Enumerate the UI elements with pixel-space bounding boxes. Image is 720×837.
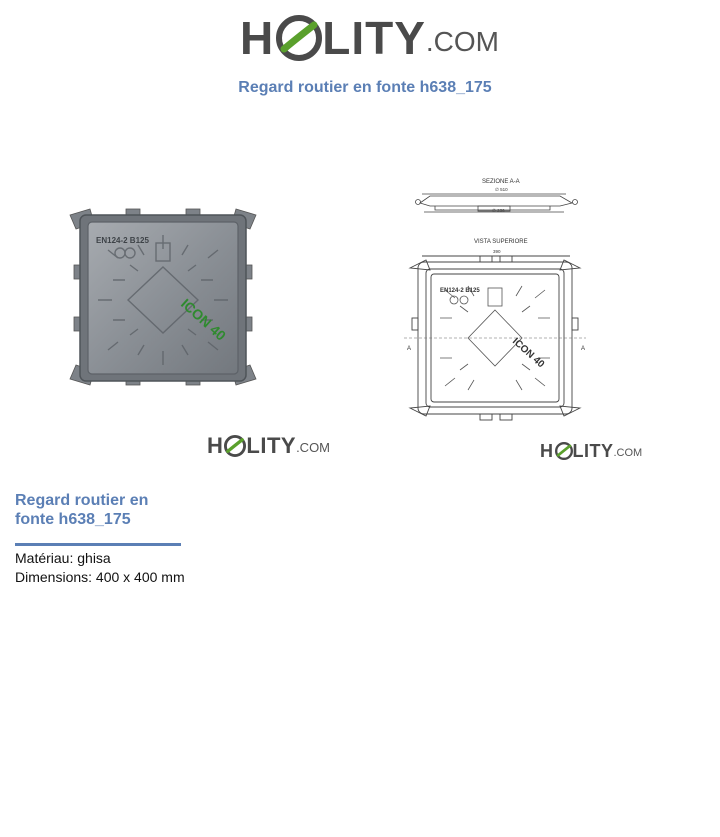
logo-letter-h: H: [207, 433, 224, 458]
dim-inner: ∅ 236: [492, 208, 505, 213]
section-label: SEZIONE A-A: [482, 179, 520, 185]
drawing-cover-text: EN124-2 B125: [440, 288, 480, 294]
dim-total: ∅ 510: [495, 187, 508, 192]
product-dimensions: Dimensions: 400 x 400 mm: [15, 569, 185, 585]
logo-domain: .COM: [296, 440, 331, 455]
logo-letter-h: H: [540, 441, 554, 461]
logo-word: LITY: [572, 441, 614, 461]
logo-o-mark-icon: [554, 442, 573, 460]
product-title-line2: fonte h638_175: [15, 511, 131, 528]
product-material: Matériau: ghisa: [15, 550, 111, 566]
technical-drawing-svg: SEZIONE A-A ∅ 510 ∅ 236 VISTA SUPERIORE …: [404, 179, 586, 421]
holity-logo-small-1: H LITY .COM: [207, 433, 330, 459]
drawing-brand-text: ICON 40: [510, 336, 547, 370]
logo-domain: .COM: [425, 26, 500, 57]
page-title: Regard routier en fonte h638_175: [238, 79, 492, 96]
logo-word: LITY: [246, 433, 297, 458]
product-title-line1: Regard routier en: [15, 492, 149, 509]
holity-logo-small-2: H LITY .COM: [540, 440, 642, 462]
title-underline: [15, 543, 181, 546]
product-photo[interactable]: EN124-2 B125 ICON 40: [68, 205, 258, 389]
holity-logo[interactable]: H LITY .COM: [240, 12, 499, 64]
logo-o-mark-icon: [224, 435, 247, 457]
logo-domain: .COM: [613, 446, 643, 459]
product-title: Regard routier en fonte h638_175: [15, 491, 215, 529]
technical-drawing[interactable]: SEZIONE A-A ∅ 510 ∅ 236 VISTA SUPERIORE …: [400, 170, 590, 422]
dim-width: 390: [493, 249, 501, 254]
section-marker-left: A: [407, 346, 411, 352]
logo-o-mark-icon: [276, 15, 323, 61]
photo-cover-text: EN124-2 B125: [96, 236, 149, 245]
logo-letter-h: H: [240, 12, 275, 64]
manhole-cover-photo: EN124-2 B125 ICON 40: [69, 208, 257, 386]
logo-word: LITY: [322, 12, 426, 64]
product-info: Regard routier en fonte h638_175 Matéria…: [15, 491, 215, 587]
top-view-label: VISTA SUPERIORE: [474, 239, 528, 245]
section-marker-right: A: [581, 346, 585, 352]
